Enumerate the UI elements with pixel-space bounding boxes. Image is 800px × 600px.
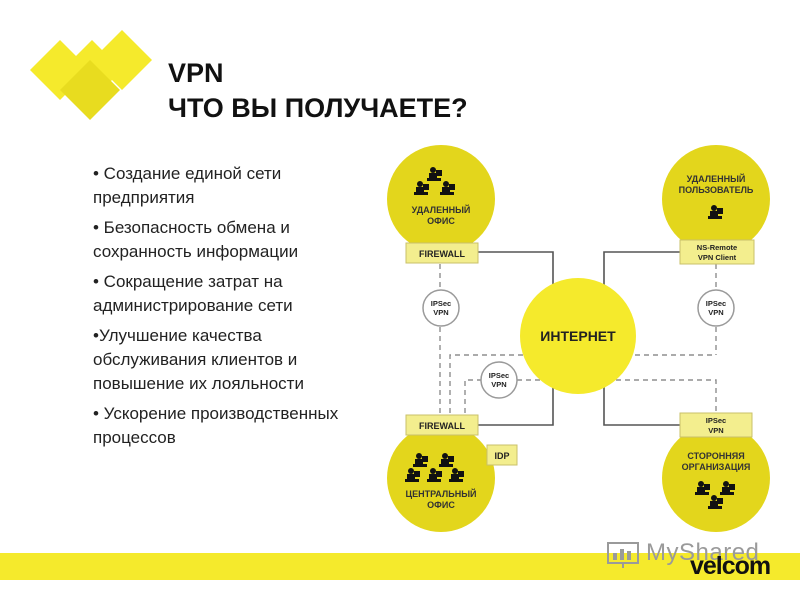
ipsec-right-label-1: IPSec — [706, 299, 726, 308]
remote-office-label-2: ОФИС — [427, 216, 455, 226]
ipsec-left-label-1: IPSec — [431, 299, 451, 308]
internet-node — [520, 278, 636, 394]
company-logo: velcom — [690, 552, 771, 580]
list-item: • Создание единой сети предприятия — [93, 164, 282, 207]
ipsec-box-label-2: VPN — [708, 426, 723, 435]
title-line-2: ЧТО ВЫ ПОЛУЧАЕТЕ? — [168, 93, 468, 123]
brand-diamond-logo — [30, 30, 152, 120]
remote-user-label-1: УДАЛЕННЫЙ — [687, 173, 746, 184]
ipsec-left-label-2: VPN — [433, 308, 448, 317]
ipsec-center-label-2: VPN — [491, 380, 506, 389]
remote-user-node — [662, 145, 770, 253]
central-office-node — [387, 424, 495, 532]
remote-office-node — [387, 145, 495, 253]
firewall-top-label: FIREWALL — [419, 249, 465, 259]
firewall-bottom-box — [405, 414, 479, 436]
benefits-list: • Создание единой сети предприятия • Без… — [93, 162, 373, 456]
internet-label: ИНТЕРНЕТ — [540, 328, 616, 344]
remote-user-label-2: ПОЛЬЗОВАТЕЛЬ — [679, 185, 754, 195]
list-item: • Ускорение производственных процессов — [93, 404, 339, 447]
ipsec-center-label-1: IPSec — [489, 371, 509, 380]
ipsec-box-label-1: IPSec — [706, 416, 726, 425]
firewall-top-box — [405, 242, 479, 264]
third-party-label-2: ОРГАНИЗАЦИЯ — [682, 462, 751, 472]
title-line-1: VPN — [168, 58, 224, 88]
slide-title: VPN ЧТО ВЫ ПОЛУЧАЕТЕ? — [168, 56, 468, 126]
third-party-label-1: СТОРОННЯЯ — [687, 451, 744, 461]
central-office-label-2: ОФИС — [427, 500, 455, 510]
third-party-node — [662, 424, 770, 532]
footer-band — [0, 553, 800, 580]
ipsec-box — [679, 412, 753, 438]
list-item: • Безопасность обмена и сохранность инфо… — [93, 218, 299, 261]
chart-icon — [607, 542, 639, 568]
ipsec-right-label-2: VPN — [708, 308, 723, 317]
ipsec-left-node — [422, 289, 460, 327]
ns-remote-label-1: NS-Remote — [697, 243, 737, 252]
idp-box — [486, 444, 518, 466]
idp-label: IDP — [494, 451, 509, 461]
watermark-text: MyShared — [646, 539, 760, 566]
list-item: •Улучшение качества обслуживания клиенто… — [93, 326, 304, 393]
ns-remote-label-2: VPN Client — [698, 253, 737, 262]
list-item: • Сокращение затрат на администрирование… — [93, 272, 293, 315]
ns-remote-box — [679, 239, 755, 265]
firewall-bottom-label: FIREWALL — [419, 421, 465, 431]
ipsec-right-node — [697, 289, 735, 327]
central-office-label-1: ЦЕНТРАЛЬНЫЙ — [406, 488, 477, 499]
solid-links — [478, 251, 680, 426]
remote-office-label-1: УДАЛЕННЫЙ — [412, 204, 471, 215]
vpn-network-diagram: УДАЛЕННЫЙ ОФИС УДАЛЕННЫЙ ПОЛЬЗОВАТЕЛЬ ИН… — [387, 145, 770, 532]
ipsec-center-node — [480, 361, 518, 399]
